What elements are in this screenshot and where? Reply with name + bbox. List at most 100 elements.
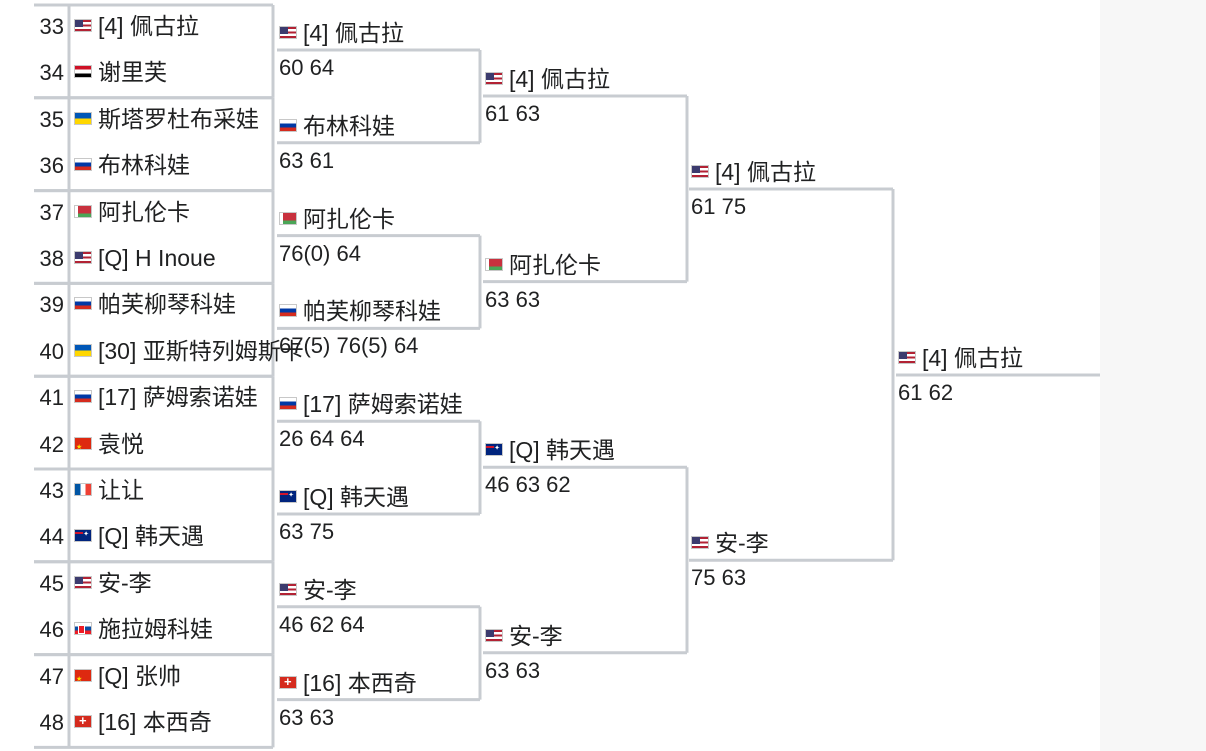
player-name-text: [4] 佩古拉 xyxy=(509,66,610,92)
player-name[interactable]: [Q] 韩天遇 xyxy=(279,484,409,510)
player-name[interactable]: 安-李 xyxy=(485,623,563,649)
player-name-text: [16] 本西奇 xyxy=(98,709,212,735)
player-name[interactable]: 斯塔罗杜布采娃 xyxy=(74,106,259,132)
draw-position: 38 xyxy=(39,246,64,271)
player-name[interactable]: [Q] 韩天遇 xyxy=(485,437,615,463)
player-name[interactable]: [30] 亚斯特列姆斯卡 xyxy=(74,338,304,364)
player-name[interactable]: [17] 萨姆索诺娃 xyxy=(74,384,258,410)
match-score: 61 75 xyxy=(691,194,747,219)
country-flag-icon xyxy=(74,297,92,311)
player-name-text: 帕芙柳琴科娃 xyxy=(98,291,236,318)
player-name-text: 安-李 xyxy=(98,569,152,596)
player-name[interactable]: 阿扎伦卡 xyxy=(74,199,190,225)
player-name-text: [4] 佩古拉 xyxy=(922,345,1023,371)
country-flag-icon xyxy=(279,490,297,503)
country-flag-icon xyxy=(74,667,92,693)
draw-position: 33 xyxy=(39,14,64,39)
draw-position: 43 xyxy=(39,478,64,503)
player-name[interactable]: [4] 佩古拉 xyxy=(74,13,199,39)
player-name-text: 让让 xyxy=(98,477,144,503)
country-flag-icon xyxy=(74,343,92,357)
match-score: 76(0) 64 xyxy=(279,240,361,266)
player-name-text: [Q] H Inoue xyxy=(98,245,216,271)
player-name-text: 斯塔罗杜布采娃 xyxy=(98,105,259,132)
draw-position: 44 xyxy=(39,524,64,550)
country-flag-icon xyxy=(279,211,297,225)
player-name[interactable]: [4] 佩古拉 xyxy=(279,20,404,46)
match-score: 60 64 xyxy=(279,55,335,80)
draw-position: 42 xyxy=(39,431,64,457)
country-flag-icon xyxy=(485,443,503,457)
match-score: 75 63 xyxy=(691,565,747,591)
player-name[interactable]: [4] 佩古拉 xyxy=(898,345,1023,371)
country-flag-icon xyxy=(691,536,709,550)
player-name[interactable]: [16] 本西奇 xyxy=(279,670,417,696)
player-name-text: 阿扎伦卡 xyxy=(509,251,601,278)
player-name-text: 谢里芙 xyxy=(98,59,167,86)
player-name-text: 阿扎伦卡 xyxy=(303,205,395,232)
draw-position: 40 xyxy=(39,338,64,364)
player-name[interactable]: 阿扎伦卡 xyxy=(485,252,601,278)
player-name-text: [Q] 韩天遇 xyxy=(303,484,410,510)
player-name[interactable]: 施拉姆科娃 xyxy=(74,616,213,642)
draw-position: 45 xyxy=(39,570,64,596)
country-flag-icon xyxy=(279,118,297,132)
country-flag-icon xyxy=(74,435,92,461)
player-name-text: 布林科娃 xyxy=(303,112,395,139)
country-flag-icon xyxy=(74,158,92,172)
country-flag-icon xyxy=(898,351,916,364)
draw-position: 39 xyxy=(39,292,64,318)
player-name-text: 帕芙柳琴科娃 xyxy=(303,298,441,325)
player-name[interactable]: 安-李 xyxy=(74,570,152,596)
player-name[interactable]: [4] 佩古拉 xyxy=(691,159,816,185)
country-flag-icon xyxy=(74,390,92,404)
country-flag-icon xyxy=(74,251,92,264)
player-name-text: [Q] 韩天遇 xyxy=(98,523,205,550)
player-name[interactable]: 袁悦 xyxy=(74,430,144,461)
country-flag-icon xyxy=(485,257,503,271)
player-name[interactable]: 阿扎伦卡 xyxy=(279,206,395,232)
match-score: 61 62 xyxy=(898,380,954,405)
player-name-text: 阿扎伦卡 xyxy=(98,198,190,225)
player-name-text: [4] 佩古拉 xyxy=(303,20,404,46)
country-flag-icon xyxy=(74,65,92,79)
country-flag-icon xyxy=(279,673,297,691)
player-name-text: 布林科娃 xyxy=(98,152,190,179)
country-flag-icon xyxy=(485,628,503,642)
player-name-text: 袁悦 xyxy=(98,430,144,457)
player-name[interactable]: 布林科娃 xyxy=(279,113,395,139)
draw-position: 41 xyxy=(39,385,64,411)
player-name[interactable]: 安-李 xyxy=(691,530,769,556)
draw-position: 36 xyxy=(39,153,64,179)
match-score: 63 63 xyxy=(485,286,541,312)
player-name-text: 安-李 xyxy=(715,530,769,557)
player-name[interactable]: 帕芙柳琴科娃 xyxy=(279,298,441,324)
player-name[interactable]: [17] 萨姆索诺娃 xyxy=(279,391,463,417)
country-flag-icon xyxy=(279,304,297,318)
player-name[interactable]: 让让 xyxy=(74,477,144,503)
player-name[interactable]: [Q] 韩天遇 xyxy=(74,523,204,549)
player-name-text: 安-李 xyxy=(509,622,563,649)
player-name-text: [Q] 张帅 xyxy=(98,662,182,689)
draw-position: 46 xyxy=(39,617,64,643)
player-name[interactable]: [Q] 张帅 xyxy=(74,662,182,693)
player-name[interactable]: 谢里芙 xyxy=(74,59,167,85)
player-name-text: [17] 萨姆索诺娃 xyxy=(98,384,258,411)
player-name[interactable]: 帕芙柳琴科娃 xyxy=(74,291,236,317)
match-score: 63 63 xyxy=(279,704,335,730)
player-name[interactable]: 安-李 xyxy=(279,577,357,603)
player-name[interactable]: [Q] H Inoue xyxy=(74,245,216,271)
player-name-text: [30] 亚斯特列姆斯卡 xyxy=(98,337,304,364)
player-name-text: [4] 佩古拉 xyxy=(715,159,816,185)
player-name[interactable]: [16] 本西奇 xyxy=(74,709,212,735)
country-flag-icon xyxy=(279,582,297,596)
player-name[interactable]: [4] 佩古拉 xyxy=(485,66,610,92)
country-flag-icon xyxy=(691,165,709,178)
draw-position: 34 xyxy=(39,60,64,86)
match-score: 61 63 xyxy=(485,101,541,126)
match-score: 63 63 xyxy=(485,657,541,683)
player-name-text: 施拉姆科娃 xyxy=(98,616,213,643)
player-name[interactable]: 布林科娃 xyxy=(74,152,190,178)
match-score: 26 64 64 xyxy=(279,426,365,452)
